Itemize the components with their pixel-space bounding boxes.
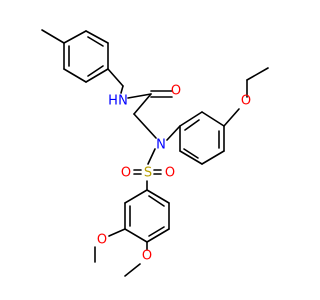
- methoxy-oxygen-right-label: O: [142, 249, 152, 264]
- bond: [246, 67, 269, 81]
- bond: [41, 29, 65, 44]
- bond: [63, 68, 87, 83]
- bond: [120, 85, 124, 94]
- methoxy-oxygen-left-label: O: [97, 233, 107, 248]
- bond: [146, 189, 170, 204]
- bond: [124, 263, 141, 277]
- bond: [184, 119, 200, 131]
- bond: [87, 65, 104, 77]
- molecule-structure: N H O O N S O O O O: [41, 29, 269, 277]
- bond: [63, 30, 87, 44]
- ethoxy-oxygen-label: O: [241, 94, 251, 109]
- sulfur-label: S: [144, 166, 152, 181]
- bond: [108, 228, 126, 237]
- bond: [147, 148, 156, 165]
- bond: [201, 111, 225, 127]
- bond: [124, 189, 148, 204]
- bond: [87, 36, 104, 47]
- bond: [85, 68, 109, 83]
- bond: [85, 30, 109, 44]
- carbonyl-oxygen-label: O: [171, 84, 181, 99]
- amide-nitrogen-label: N: [118, 94, 128, 109]
- amide-hydrogen-label: H: [108, 94, 118, 109]
- bond: [124, 228, 148, 243]
- bond: [146, 228, 170, 243]
- bond: [127, 93, 152, 99]
- sulfonyl-oxygen-right-label: O: [165, 166, 175, 181]
- bond: [166, 125, 181, 141]
- sulfonyl-oxygen-left-label: O: [121, 166, 131, 181]
- bond: [133, 93, 152, 115]
- bond: [179, 150, 203, 165]
- bond: [133, 113, 157, 139]
- bond: [223, 108, 240, 127]
- bonds: [41, 29, 269, 277]
- bond: [201, 150, 225, 165]
- sulfonamide-nitrogen-label: N: [156, 138, 166, 153]
- bond: [107, 68, 124, 87]
- bond: [148, 226, 165, 237]
- bond: [183, 148, 199, 159]
- bond: [179, 111, 203, 127]
- bond: [148, 195, 165, 207]
- atom-labels: N H O O N S O O O O: [97, 84, 251, 264]
